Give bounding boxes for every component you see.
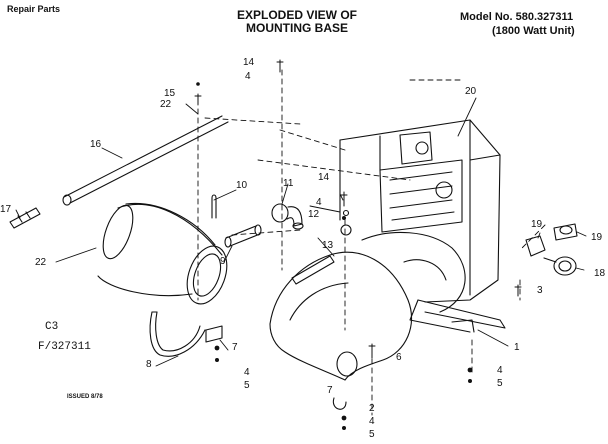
part-20-generator xyxy=(339,119,506,333)
callout-8: 8 xyxy=(146,359,152,370)
part-19-fittings xyxy=(525,223,578,257)
callout-7b: 7 xyxy=(327,385,333,396)
callout-4c: 4 xyxy=(244,367,250,378)
part-8-clamp xyxy=(149,311,206,357)
part-18-valve xyxy=(543,256,577,276)
issued-date: ISSUED 8/78 xyxy=(67,394,103,400)
callout-16: 16 xyxy=(90,139,102,150)
callout-12: 12 xyxy=(308,209,320,220)
part-13-link xyxy=(291,255,335,285)
callout-22b: 22 xyxy=(35,257,47,268)
callout-14: 14 xyxy=(243,57,255,68)
callout-5: 5 xyxy=(244,380,250,391)
part-10-pin xyxy=(211,194,217,219)
callout-2: 2 xyxy=(369,403,375,414)
diagram-title-line-2: MOUNTING BASE xyxy=(246,21,348,35)
callout-5b: 5 xyxy=(497,378,503,389)
diagram-title: EXPLODED VIEW OF MOUNTING BASE xyxy=(232,9,362,35)
callout-4b: 4 xyxy=(316,197,322,208)
part-12-clip xyxy=(340,209,352,236)
callout-11: 11 xyxy=(283,178,294,189)
leader-lines xyxy=(15,97,587,367)
callout-4: 4 xyxy=(245,71,251,82)
callout-15: 15 xyxy=(164,88,176,99)
hardware-fasteners xyxy=(194,59,522,359)
drawing-number: F/327311 xyxy=(38,341,91,353)
callout-19b: 19 xyxy=(591,232,603,243)
callout-13: 13 xyxy=(322,240,334,251)
figure-code: C3 xyxy=(45,321,59,333)
callout-4d: 4 xyxy=(497,365,503,376)
callout-9: 9 xyxy=(220,256,226,267)
callout-19: 19 xyxy=(531,219,543,230)
part-11-elbow xyxy=(271,203,304,230)
part-6-shroud xyxy=(269,251,413,381)
model-number: Model No. 580.327311 xyxy=(460,11,574,23)
callout-4e: 4 xyxy=(369,416,375,427)
part-16-rod xyxy=(62,115,229,206)
callout-14b: 14 xyxy=(318,172,330,183)
part-9-nipple xyxy=(224,224,262,248)
callout-1: 1 xyxy=(514,342,520,353)
callout-20: 20 xyxy=(465,86,477,97)
hardware-washers xyxy=(196,82,473,430)
callout-18: 18 xyxy=(594,268,606,279)
callout-3: 3 xyxy=(537,285,543,296)
section-label: Repair Parts xyxy=(7,4,61,14)
callout-17: 17 xyxy=(0,204,12,215)
assembly-guide-lines xyxy=(197,69,546,416)
part-22-muffler xyxy=(97,202,228,305)
callout-7: 7 xyxy=(232,342,238,353)
callout-22: 22 xyxy=(160,99,172,110)
part-7-mounts xyxy=(205,325,347,410)
callout-6: 6 xyxy=(396,352,402,363)
callout-5c: 5 xyxy=(369,429,375,440)
part-17-pin xyxy=(9,207,41,229)
callout-10: 10 xyxy=(236,180,248,191)
diagram-title-line-1: EXPLODED VIEW OF xyxy=(236,8,357,22)
unit-rating: (1800 Watt Unit) xyxy=(492,25,575,37)
